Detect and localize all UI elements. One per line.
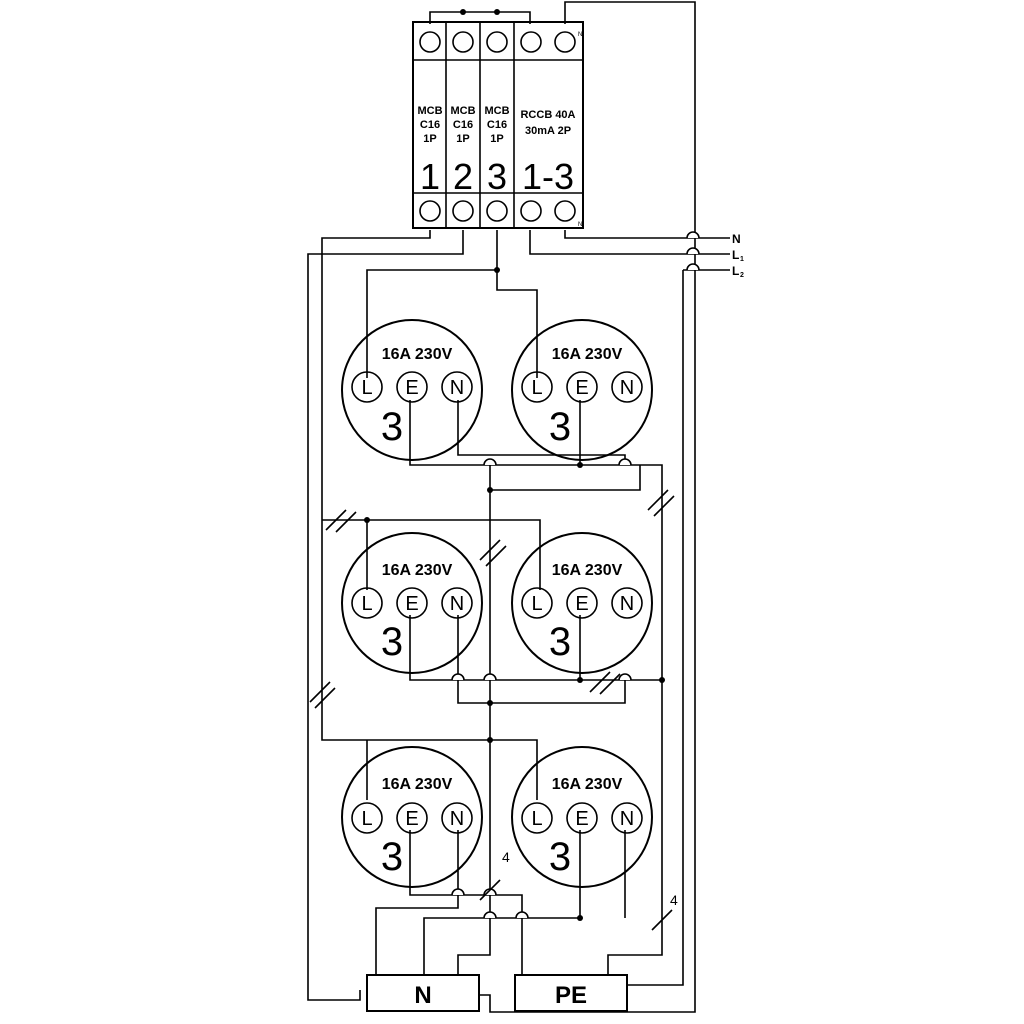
socket-text: 16A 230V 16A 230V 16A 230V 16A 230V 16A … (361, 346, 634, 879)
earth-busbar (514, 974, 628, 1012)
socket-5-pin-e: E (405, 808, 418, 830)
socket-3-circuit: 3 (381, 620, 403, 664)
socket-2-rating: 16A 230V (552, 346, 623, 363)
conductor-count-right: 4 (670, 892, 678, 908)
breaker-2-top-terminal (452, 31, 474, 53)
socket-5-circuit: 3 (381, 835, 403, 879)
earth-busbar-label: PE (555, 982, 587, 1009)
socket-6 (511, 746, 653, 888)
socket-2-pin-l: L (531, 377, 542, 399)
socket-3-pin-l: L (361, 593, 372, 615)
socket-4 (511, 532, 653, 674)
socket-4-pin-n: N (620, 593, 634, 615)
supply-l2: L (732, 264, 739, 278)
socket-2-circuit: 3 (549, 405, 571, 449)
socket-1-pin-l: L (361, 377, 372, 399)
socket-3-rating: 16A 230V (382, 562, 453, 579)
socket-6-rating: 16A 230V (552, 776, 623, 793)
socket-1-pin-n: N (450, 377, 464, 399)
supply-labels: N L 1 L 2 (732, 232, 744, 279)
socket-4-rating: 16A 230V (552, 562, 623, 579)
breaker-3-top-terminal (486, 31, 508, 53)
conductor-count-left: 4 (502, 849, 510, 865)
breaker-3-number: 3 (487, 156, 507, 197)
rccb-bottom-terminal-n (554, 200, 576, 222)
socket-1 (341, 319, 483, 461)
breaker-3-bottom-terminal (486, 200, 508, 222)
breaker-3-type: MCB (484, 105, 509, 117)
socket-5-pin-n: N (450, 808, 464, 830)
supply-l1-subscript: 1 (740, 256, 744, 263)
socket-5-pin-l: L (361, 808, 372, 830)
breaker-1-bottom-terminal (419, 200, 441, 222)
breaker-1-top-terminal (419, 31, 441, 53)
socket-2-pin-e: E (575, 377, 588, 399)
wire-crossovers (451, 231, 700, 919)
rccb-terminal-n-bottom: N (578, 222, 582, 228)
breaker-labels: MCB C16 1P MCB C16 1P MCB C16 1P RCCB 40… (417, 105, 575, 145)
conductor-tick-marks (309, 489, 675, 931)
socket-4-pin-l: L (531, 593, 542, 615)
socket-6-pin-n: N (620, 808, 634, 830)
breaker-1-curve: C16 (420, 119, 440, 131)
socket-2 (511, 319, 653, 461)
rccb-top-terminal-l (520, 31, 542, 53)
neutral-busbar-label: N (414, 982, 431, 1009)
socket-5-rating: 16A 230V (382, 776, 453, 793)
socket-1-circuit: 3 (381, 405, 403, 449)
junction-dots (364, 9, 665, 921)
breaker-1-type: MCB (417, 105, 442, 117)
breaker-2-poles: 1P (456, 133, 469, 145)
breaker-3-poles: 1P (490, 133, 503, 145)
supply-l2-subscript: 2 (740, 272, 744, 279)
rccb-bottom-terminal-l (520, 200, 542, 222)
supply-n: N (732, 232, 741, 246)
breaker-2-curve: C16 (453, 119, 473, 131)
socket-6-pin-l: L (531, 808, 542, 830)
socket-6-circuit: 3 (549, 835, 571, 879)
socket-3-pin-e: E (405, 593, 418, 615)
breaker-block (412, 21, 584, 229)
rccb-rating: RCCB 40A (520, 109, 575, 121)
rccb-sensitivity: 30mA 2P (525, 125, 571, 137)
breaker-1-poles: 1P (423, 133, 436, 145)
supply-l1: L (732, 248, 739, 262)
wiring (307, 1, 730, 1013)
socket-2-pin-n: N (620, 377, 634, 399)
socket-4-pin-e: E (575, 593, 588, 615)
breaker-2-type: MCB (450, 105, 475, 117)
breaker-2-number: 2 (453, 156, 473, 197)
socket-1-pin-e: E (405, 377, 418, 399)
breaker-numbers: 1 2 3 1-3 (420, 156, 574, 197)
neutral-busbar (366, 974, 480, 1012)
rccb-terminal-n-top: N (578, 32, 582, 38)
rccb-top-terminal-n (554, 31, 576, 53)
rccb-number: 1-3 (522, 156, 574, 197)
socket-1-rating: 16A 230V (382, 346, 453, 363)
socket-5 (341, 746, 483, 888)
socket-6-pin-e: E (575, 808, 588, 830)
breaker-1-number: 1 (420, 156, 440, 197)
socket-3 (341, 532, 483, 674)
socket-3-pin-n: N (450, 593, 464, 615)
breaker-2-bottom-terminal (452, 200, 474, 222)
breaker-3-curve: C16 (487, 119, 507, 131)
socket-4-circuit: 3 (549, 620, 571, 664)
